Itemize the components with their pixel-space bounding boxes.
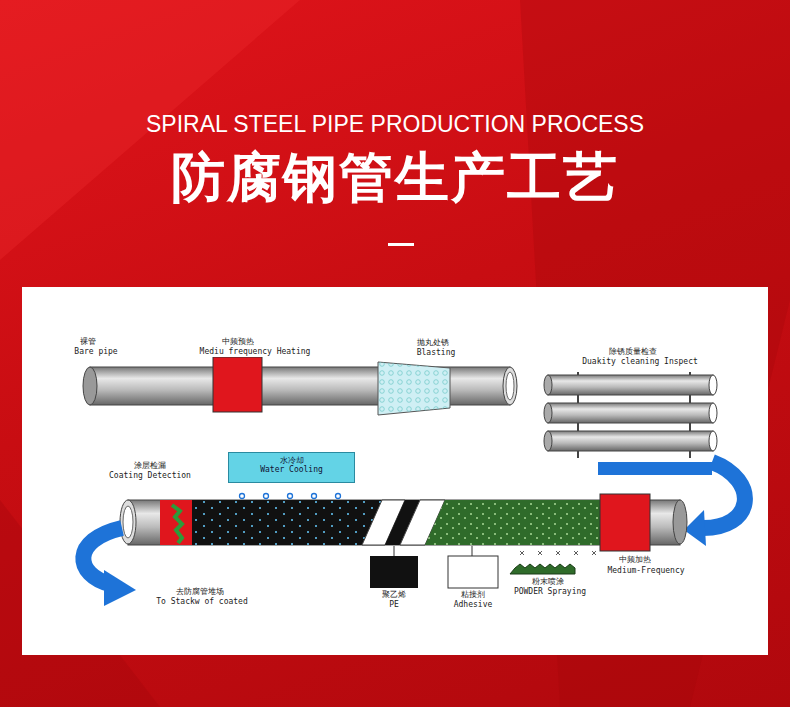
label-en: POWDER Spraying [513,588,587,597]
label-en: Coating Detection [108,472,192,481]
label-cn: 粉末喷涂 [531,578,565,587]
label-en: Adhesive [453,601,494,610]
label-cn: 中频加热 [618,556,652,565]
label-cn: 涂层检漏 [133,462,167,471]
label-en: Duakity cleaning Inspect [581,358,699,367]
label-cn: 中频预热 [221,338,255,347]
label-en: Mediu frequency Heating [199,348,312,357]
pipe-end [709,375,717,395]
box-text: Water Cooling [235,465,348,474]
label-en: Bare pipe [73,348,118,357]
pipe-end [709,431,717,451]
inspected-pipe [548,375,713,395]
pipe-end [544,403,552,423]
pipe-end [544,431,552,451]
label-en: Blasting [416,349,457,358]
label-cn: 抛丸处锈 [416,339,450,348]
label-en: Medium-Frequency [606,567,685,576]
label-en: To Stackw of coated [155,598,249,607]
label-cn: 去防腐管堆场 [175,588,225,597]
page-title: 防腐钢管生产工艺 [171,148,619,207]
label-cn: 粘接剂 [460,591,486,600]
pipe-end [709,403,717,423]
pipe-end [544,375,552,395]
subtitle: SPIRAL STEEL PIPE PRODUCTION PROCESS [146,112,644,137]
label-cn: 裸管 [79,338,97,347]
inspected-pipe [548,431,713,451]
box-text: 水冷却 [235,456,348,465]
inspected-pipe [548,403,713,423]
label-en: PE [388,601,400,610]
label-cn: 聚乙烯 [381,591,407,600]
label-cn: 除锈质量检查 [608,348,658,357]
cooling-box: 水冷却Water Cooling [228,452,355,483]
